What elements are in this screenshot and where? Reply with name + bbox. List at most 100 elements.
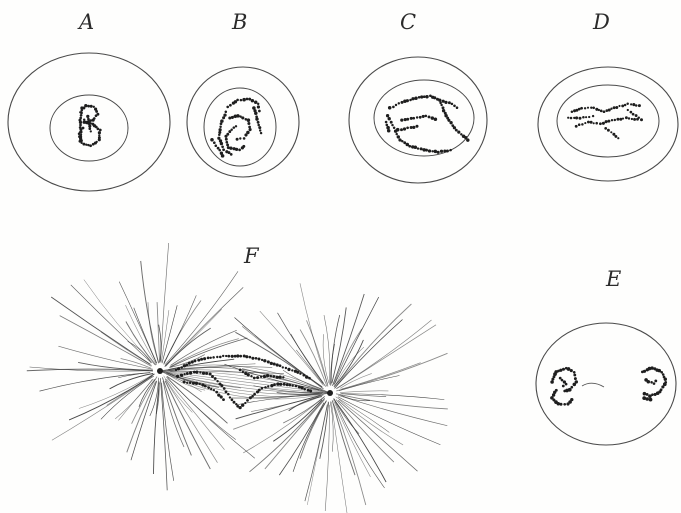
aster-ray: [325, 405, 329, 511]
aster-ray: [235, 332, 323, 389]
aster-ray: [162, 377, 191, 455]
chromosome-granule: [270, 375, 273, 378]
chromatin-granule: [621, 104, 624, 107]
chromatin-granule: [257, 105, 260, 108]
chromatin-granule: [590, 121, 593, 124]
aster-ray: [165, 271, 238, 364]
chromosome-granule: [267, 385, 269, 387]
chromosome-granule: [279, 364, 282, 367]
chromosome-granule: [194, 359, 197, 362]
chromosome-granule: [210, 388, 212, 390]
chromosome-granule: [241, 404, 244, 407]
cell-b: [187, 67, 299, 177]
chromatin-granule: [410, 126, 413, 129]
chromatin-granule: [455, 129, 458, 132]
chromatin-granule: [416, 116, 418, 118]
chromatin-granule: [613, 106, 616, 109]
daughter-chromatin-granule: [653, 382, 656, 385]
chromatin-granule: [99, 129, 102, 132]
daughter-chromatin-granule: [648, 394, 652, 398]
daughter-chromatin-granule: [552, 393, 555, 396]
chromosome-granule: [299, 373, 301, 375]
aster-ray: [338, 397, 441, 445]
chromatin-granule: [242, 145, 245, 148]
chromatin-granule: [91, 118, 94, 121]
chromosome-granule: [309, 390, 312, 393]
chromatin-granule: [451, 103, 454, 106]
chromatin-granule: [417, 147, 419, 149]
cell-d-membrane: [538, 67, 678, 181]
cell-d: [538, 67, 678, 181]
daughter-chromatin-granule: [561, 379, 564, 382]
aster-ray: [51, 297, 150, 364]
daughter-chromatin-granule: [559, 377, 562, 380]
chromatin-granule: [239, 137, 241, 139]
daughter-chromatin-granule: [573, 371, 576, 374]
chromatin-granule: [444, 101, 447, 104]
chromatin-granule: [619, 118, 622, 121]
aster-ray: [336, 394, 448, 409]
chromatin-granule: [240, 99, 243, 102]
chromosome-granule: [242, 371, 244, 373]
chromatin-granule: [220, 142, 223, 145]
chromatin-granule: [400, 101, 403, 104]
chromatin-granule: [448, 101, 451, 104]
chromosome-granule: [303, 388, 306, 391]
chromatin-granule: [88, 127, 91, 130]
chromosome-granule: [305, 375, 308, 378]
chromatin-granule: [387, 129, 391, 133]
chromatin-granule: [632, 103, 635, 106]
chromatin-granule: [260, 132, 262, 134]
chromatin-granule: [228, 151, 231, 154]
chromatin-granule: [446, 149, 449, 152]
chromatin-granule: [98, 138, 101, 141]
chromosome-granule: [223, 387, 226, 390]
chromosome-granule: [186, 364, 189, 367]
daughter-chromatin-granule: [570, 386, 573, 389]
aster-ray: [165, 379, 217, 463]
aster-ray: [233, 397, 319, 429]
daughter-chromatin-granule: [649, 398, 653, 402]
chromosome-granule: [302, 374, 305, 377]
cell-e-daughter-nuclei: [550, 366, 667, 405]
aster-ray: [162, 305, 177, 363]
chromatin-granule: [456, 106, 459, 109]
chromosome-granule: [180, 374, 183, 377]
chromatin-granule: [88, 125, 91, 128]
chromosome-granule: [249, 396, 252, 399]
chromosome-granule: [287, 368, 290, 371]
chromatin-granule: [409, 99, 412, 102]
aster-ray: [331, 402, 348, 513]
chromatin-granule: [579, 117, 582, 120]
chromatin-granule: [428, 149, 431, 152]
cell-c-membrane: [349, 57, 487, 183]
chromatin-granule: [602, 122, 605, 125]
chromatin-granule: [440, 104, 442, 106]
chromatin-granule: [406, 118, 409, 121]
chromatin-granule: [97, 128, 100, 131]
chromosome-granule: [250, 375, 252, 377]
chromatin-granule: [600, 110, 603, 113]
chromatin-granule: [251, 99, 254, 102]
chromatin-granule: [571, 110, 574, 113]
chromatin-granule: [220, 119, 224, 123]
chromatin-granule: [582, 116, 585, 119]
chromatin-granule: [638, 104, 641, 107]
chromatin-granule: [592, 107, 595, 110]
aster-ray: [165, 381, 210, 469]
chromatin-granule: [82, 143, 85, 146]
chromatin-granule: [80, 114, 83, 117]
chromosome-granule: [308, 377, 311, 380]
chromatin-granule: [390, 121, 393, 124]
aster-ray: [339, 399, 403, 445]
chromosome-granule: [286, 383, 289, 386]
chromatin-granule: [223, 113, 226, 116]
chromatin-granule: [210, 138, 214, 142]
cell-c: [349, 57, 487, 183]
chromosome-granule: [220, 384, 223, 387]
daughter-chromatin-granule: [650, 366, 653, 369]
chromatin-granule: [255, 117, 258, 120]
centrosome-right: [327, 390, 333, 396]
chromatin-granule: [238, 149, 241, 152]
chromatin-granule: [392, 106, 395, 109]
